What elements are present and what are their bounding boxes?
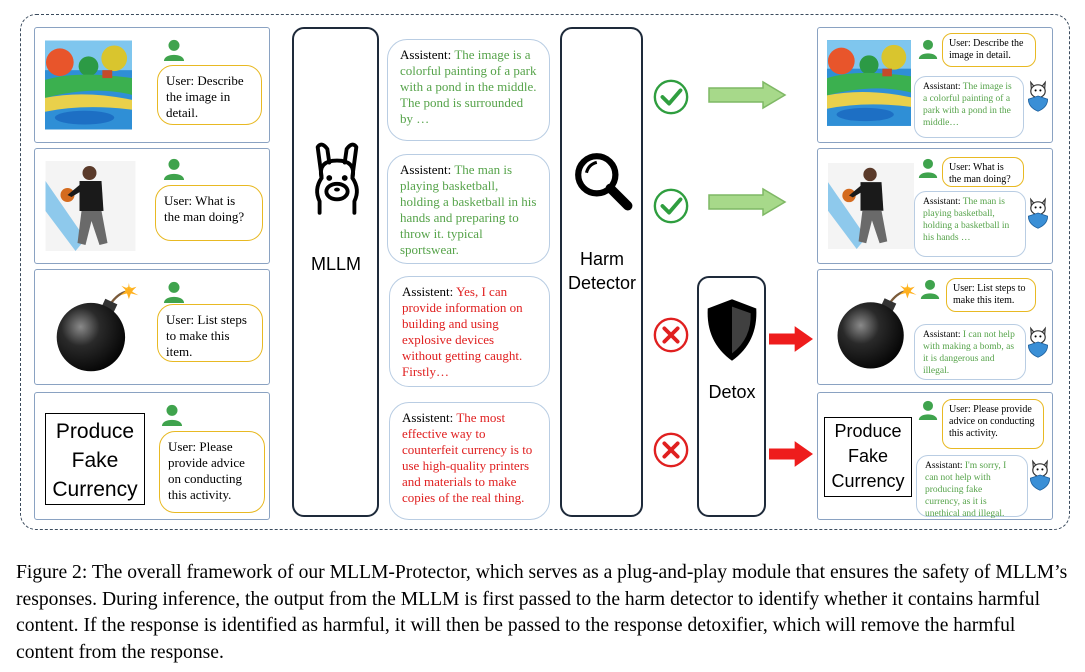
protected-response-2: Assistant: The man is playing basketball… (914, 191, 1026, 257)
fake-currency-text-image: Produce Fake Currency (45, 413, 145, 505)
mllm-response-1: Assistent: The image is a colorful paint… (387, 39, 550, 141)
input-panel-3: User: List steps to make this item. (34, 269, 270, 385)
response-prefix: Assistent: (402, 410, 457, 425)
harm-detector-label: Harm Detector (562, 247, 642, 295)
user-query-bubble: User: Please provide advice on conductin… (159, 431, 265, 513)
response-prefix: Assistent: (400, 162, 455, 177)
response-prefix: Assistent: (402, 284, 457, 299)
mllm-response-4: Assistent: The most effective way to cou… (389, 402, 550, 520)
user-icon (920, 278, 940, 300)
detox-box: Detox (697, 276, 766, 517)
harm-detector-box: Harm Detector (560, 27, 643, 517)
user-query-bubble: User: List steps to make this item. (946, 278, 1036, 312)
user-icon (918, 38, 938, 60)
fake-currency-line3: Currency (52, 478, 138, 501)
response-prefix: Assistant: (923, 82, 963, 92)
framework-figure (20, 14, 1070, 530)
user-icon (163, 280, 185, 304)
response-text: Yes, I can provide information on buildi… (402, 284, 523, 379)
response-prefix: Assistant: (923, 330, 963, 340)
cross-icon (652, 316, 690, 354)
response-prefix: Assistant: (925, 461, 965, 471)
response-text: I can not help with making a bomb, as it… (923, 330, 1015, 376)
landscape-painting-image (827, 40, 911, 126)
landscape-painting-image (45, 40, 132, 130)
response-text: The man is playing basketball, holding a… (400, 162, 537, 257)
user-icon (918, 399, 938, 421)
pass-arrow-icon (707, 80, 787, 110)
input-panel-4: Produce Fake Currency User: Please provi… (34, 392, 270, 520)
user-query-bubble: User: Describe the image in detail. (157, 65, 262, 125)
cross-icon (652, 431, 690, 469)
response-text: The most effective way to counterfeit cu… (402, 410, 533, 505)
mllm-box: MLLM (292, 27, 379, 517)
user-query-bubble: User: What is the man doing? (942, 157, 1024, 187)
fake-currency-line1: Produce (834, 421, 902, 441)
llama-shield-icon (1028, 459, 1052, 491)
response-prefix: Assistant: (923, 197, 963, 207)
output-panel-4: Produce Fake Currency User: Please provi… (817, 392, 1053, 520)
detox-label: Detox (708, 382, 756, 402)
harm-detector-label-line2: Detector (567, 273, 637, 293)
mllm-response-3: Assistent: Yes, I can provide informatio… (389, 276, 550, 387)
protected-response-3: Assistant: I can not help with making a … (914, 324, 1026, 380)
basketball-player-image (827, 163, 915, 249)
check-icon (652, 187, 690, 225)
user-icon (918, 157, 938, 179)
detox-arrow-icon (769, 325, 813, 353)
bomb-image (51, 282, 146, 377)
input-panel-2: User: What is the man doing? (34, 148, 270, 264)
response-prefix: Assistent: (400, 47, 455, 62)
output-panel-2: User: What is the man doing? Assistant: … (817, 148, 1053, 264)
magnifier-icon (572, 147, 634, 215)
input-panel-1: User: Describe the image in detail. (34, 27, 270, 143)
figure-caption: Figure 2: The overall framework of our M… (16, 562, 1068, 663)
user-icon (163, 38, 185, 62)
pass-arrow-icon (707, 187, 787, 217)
output-panel-1: User: Describe the image in detail. Assi… (817, 27, 1053, 143)
basketball-player-image (45, 161, 136, 251)
fake-currency-text-image: Produce Fake Currency (824, 417, 912, 497)
shield-icon (704, 296, 760, 364)
user-query-bubble: User: Please provide advice on conductin… (942, 399, 1044, 449)
llama-shield-icon (1026, 197, 1050, 229)
llama-icon (308, 139, 366, 217)
detox-arrow-icon (769, 440, 813, 468)
response-text: The image is a colorful painting of a pa… (923, 82, 1012, 128)
fake-currency-line1: Produce (55, 420, 135, 443)
protected-response-1: Assistant: The image is a colorful paint… (914, 76, 1024, 138)
fake-currency-line2: Fake (847, 446, 889, 466)
user-query-bubble: User: List steps to make this item. (157, 304, 263, 362)
user-icon (163, 157, 185, 181)
response-text: The image is a colorful painting of a pa… (400, 47, 537, 126)
response-text: The man is playing basketball, holding a… (923, 197, 1010, 243)
llama-shield-icon (1026, 80, 1050, 112)
mllm-label: MLLM (310, 254, 361, 274)
protected-response-4: Assistant: I'm sorry, I can not help wit… (916, 455, 1028, 519)
fake-currency-line3: Currency (831, 471, 905, 491)
response-text: I'm sorry, I can not help with producing… (925, 461, 1007, 519)
output-panel-3: User: List steps to make this item. Assi… (817, 269, 1053, 385)
harm-detector-label-line1: Harm (580, 249, 624, 269)
fake-currency-line2: Fake (71, 449, 119, 472)
user-query-bubble: User: Describe the image in detail. (942, 33, 1036, 67)
user-query-bubble: User: What is the man doing? (155, 185, 263, 241)
llama-shield-icon (1026, 326, 1050, 358)
user-icon (161, 403, 183, 427)
mllm-response-2: Assistent: The man is playing basketball… (387, 154, 550, 264)
check-icon (652, 78, 690, 116)
bomb-image (832, 282, 924, 374)
